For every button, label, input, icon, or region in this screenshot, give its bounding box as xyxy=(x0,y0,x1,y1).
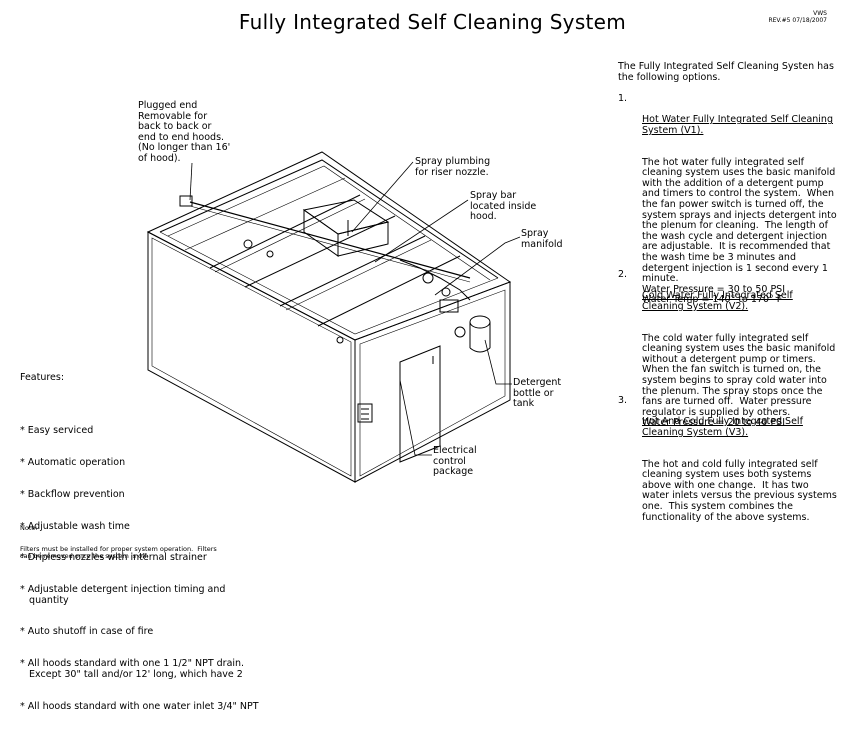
revision-block: VWS REV.#5 07/18/2007 xyxy=(768,10,827,24)
feature-item: * Auto shutoff in case of fire xyxy=(20,626,154,638)
feature-item: * Backflow prevention xyxy=(20,488,125,500)
feature-item: * Easy serviced xyxy=(20,425,94,437)
option-description: The cold water fully integrated self cle… xyxy=(642,332,836,429)
feature-item: * Adjustable wash time xyxy=(20,520,130,532)
revision-label: REV.#5 07/18/2007 xyxy=(768,17,827,24)
callout-electrical: Electrical control package xyxy=(433,445,477,478)
options-intro: The Fully Integrated Self Cleaning Syste… xyxy=(618,61,834,83)
feature-item: * Adjustable detergent injection timing … xyxy=(20,584,226,606)
leader-detergent xyxy=(484,339,512,385)
note-block: Note: Filters must be installed for prop… xyxy=(20,511,217,567)
leader-spray-bar xyxy=(374,199,469,263)
option-title: Hot Water Fully Integrated Self Cleaning… xyxy=(642,114,833,136)
option-number: 3. xyxy=(618,395,628,406)
option-title: Cold Water Fully Integrated Self Cleanin… xyxy=(642,290,793,312)
leader-electrical xyxy=(399,379,432,456)
detergent-tank xyxy=(469,315,491,329)
feature-item: * Automatic operation xyxy=(20,456,126,468)
option-number: 2. xyxy=(618,269,628,280)
leader-spray-manifold xyxy=(434,236,521,296)
leader-plugged-end xyxy=(189,162,193,201)
revision-initials: VWS xyxy=(813,10,827,17)
callout-spray-manifold: Spray manifold xyxy=(521,228,563,250)
manifold-valve xyxy=(422,272,434,284)
plugged-end-fitting xyxy=(179,195,193,207)
electrical-box xyxy=(399,345,441,463)
callout-plugged-end: Plugged end Removable for back to back o… xyxy=(138,100,231,164)
callout-spray-plumbing: Spray plumbing for riser nozzle. xyxy=(415,156,491,178)
feature-item: * All hoods standard with one 1 1/2" NPT… xyxy=(20,658,245,680)
note-text: Filters must be installed for proper sys… xyxy=(20,545,217,560)
option-3: 3. Hot And Cold Fully Integrated Self Cl… xyxy=(618,395,858,522)
note-label: Note: xyxy=(20,524,38,532)
control-panel-icon xyxy=(357,403,373,423)
callout-detergent: Detergent bottle or tank xyxy=(513,377,562,410)
hood-top xyxy=(146,151,512,341)
callout-spray-bar: Spray bar located inside hood. xyxy=(470,190,537,223)
spray-bar xyxy=(189,201,471,279)
option-number: 1. xyxy=(618,93,628,104)
option-title: Hot And Cold Fully Integrated Self Clean… xyxy=(642,416,803,438)
option-2: 2. Cold Water Fully Integrated Self Clea… xyxy=(618,269,858,428)
option-description: The hot water fully integrated self clea… xyxy=(642,156,837,306)
page-title: Fully Integrated Self Cleaning System xyxy=(238,10,627,34)
leader-spray-plumbing xyxy=(351,161,414,233)
features-list: * Easy serviced * Automatic operation * … xyxy=(20,405,259,733)
hood-isometric-drawing xyxy=(146,151,521,483)
option-description: The hot and cold fully integrated self c… xyxy=(642,458,837,523)
features-heading: Features: xyxy=(20,372,65,384)
feature-item: * All hoods standard with one water inle… xyxy=(20,700,259,712)
option-1: 1. Hot Water Fully Integrated Self Clean… xyxy=(618,93,858,305)
